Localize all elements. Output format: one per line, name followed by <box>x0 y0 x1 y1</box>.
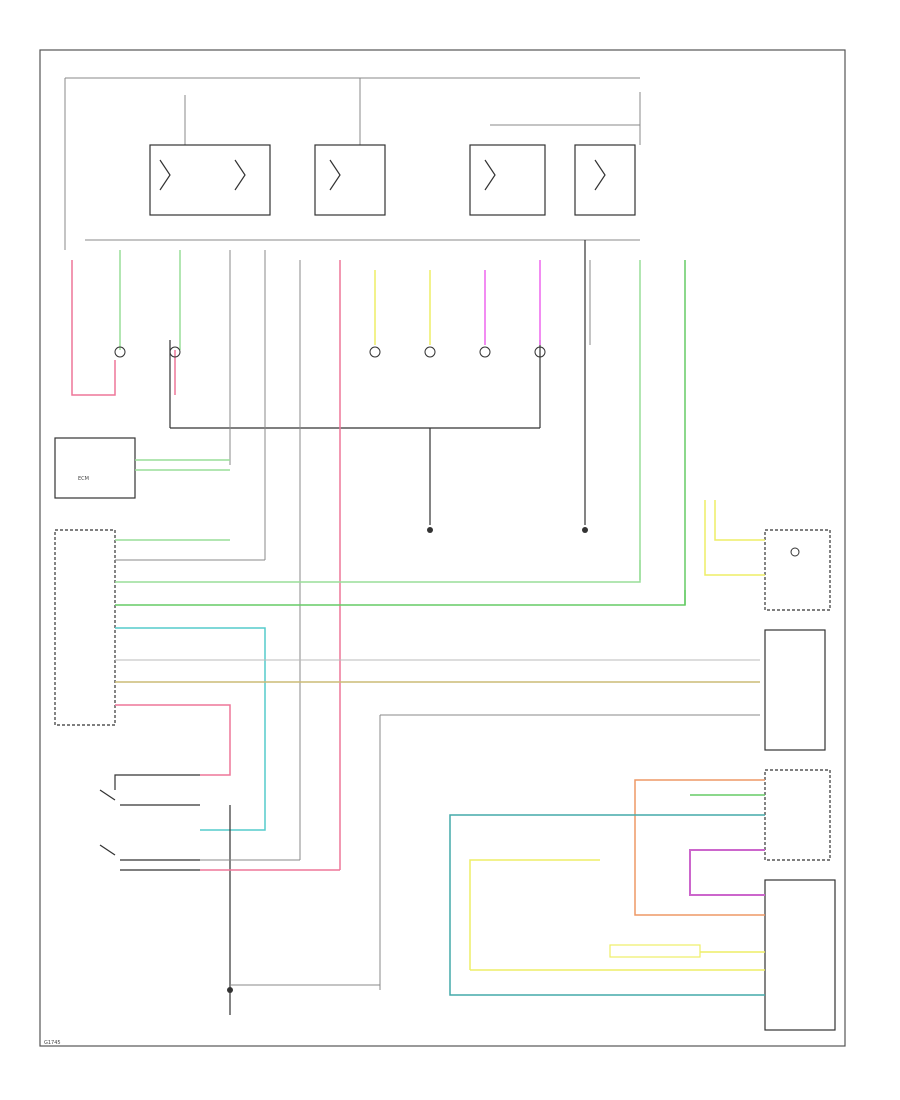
ecm-signal-wires <box>115 459 760 990</box>
top-relay-blocks <box>149 144 636 216</box>
right-modules <box>704 500 836 1031</box>
lower-right-wires <box>449 779 765 996</box>
diagram-frame <box>39 49 846 1047</box>
lamp-symbols <box>114 346 588 533</box>
ecm-label: ECM <box>78 476 89 482</box>
lamp-feed-wires <box>71 250 686 870</box>
left-switch-group <box>99 774 380 1015</box>
top-power-bus <box>64 77 641 250</box>
footer-code: G1745 <box>44 1040 61 1046</box>
ground-bus <box>85 239 640 525</box>
